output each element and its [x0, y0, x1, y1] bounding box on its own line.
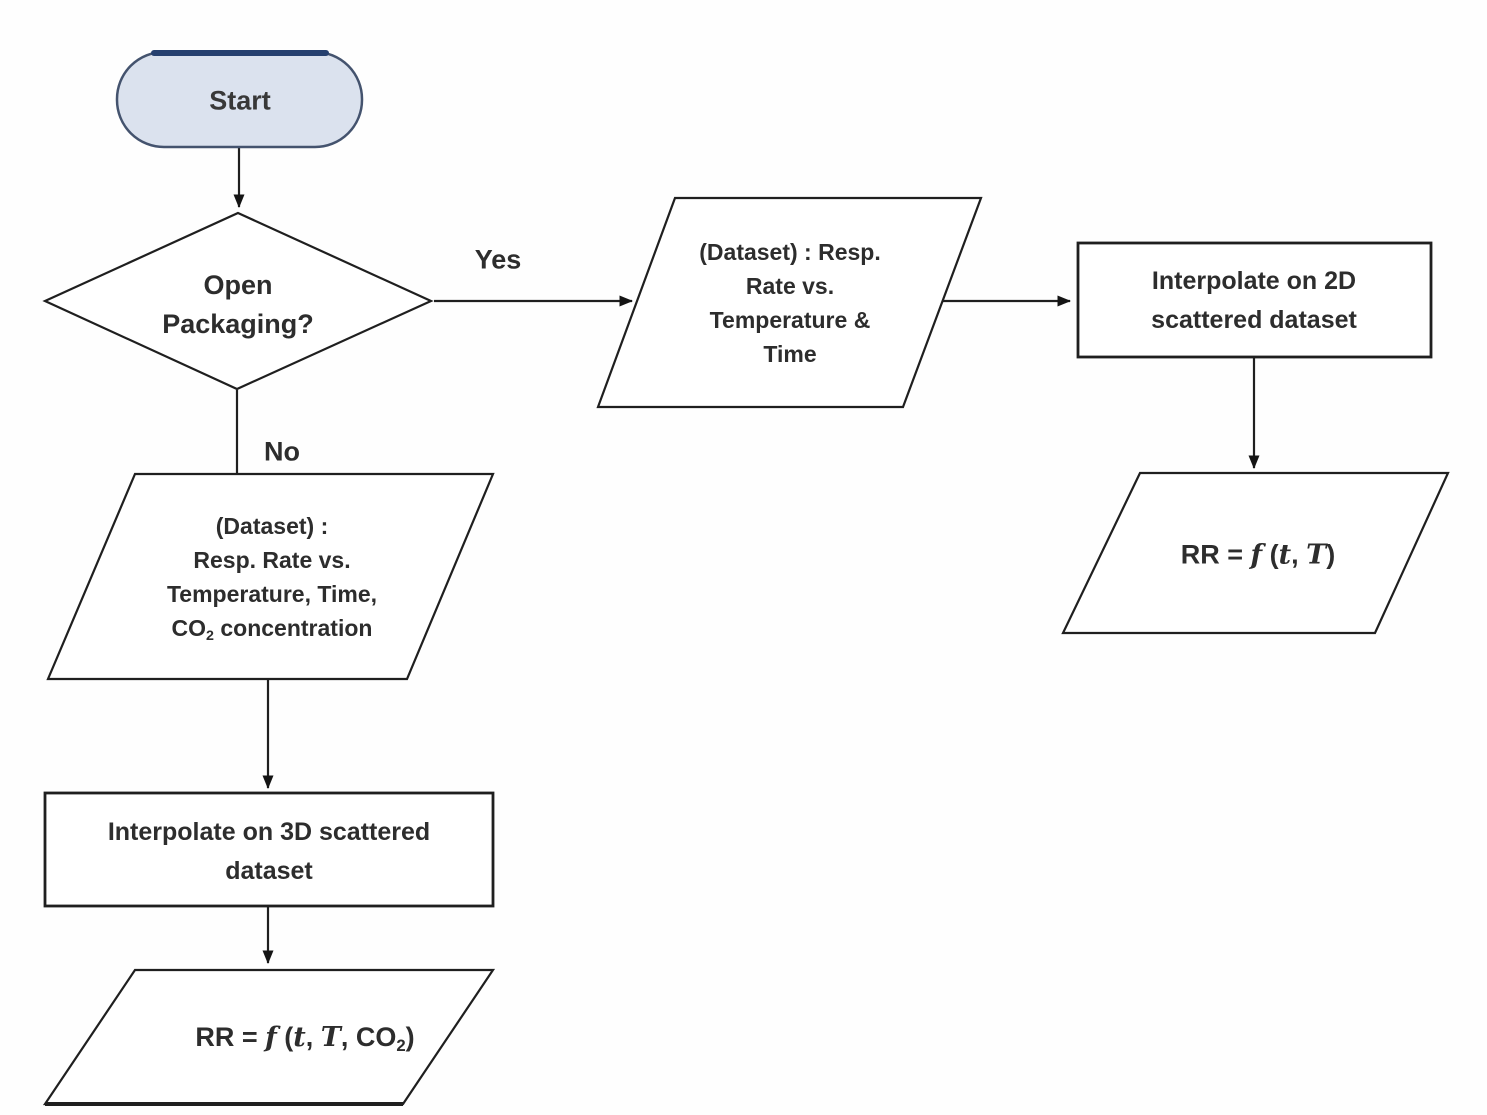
dataset-3d-line-2: Resp. Rate vs.: [193, 547, 351, 574]
rr-3d-formula: RR = f (t, T, CO2): [195, 1022, 414, 1056]
rr-3d-co-subscript: 2: [396, 1035, 406, 1055]
rr-2d-t: t: [1278, 539, 1292, 571]
interpolate-2d-rect-shape: [1076, 241, 1433, 359]
dataset-3d-concentration: concentration: [213, 615, 373, 642]
rr-3d-comma-2: , CO: [340, 1022, 397, 1053]
dataset-2d-line-2: Rate vs.: [745, 273, 835, 299]
interpolate-3d-rect-shape: [43, 791, 495, 908]
rr-2d-T: T: [1306, 539, 1327, 571]
interpolate-2d-line-1: Interpolate on 2D: [1151, 267, 1357, 295]
decision-line-1: Open: [203, 270, 273, 300]
rr-3d-T: T: [320, 1022, 341, 1054]
rr-3d-close-paren: ): [405, 1022, 415, 1053]
decision-diamond-shape: [42, 211, 434, 391]
interpolate-2d-label: Interpolate on 2D scattered dataset: [1151, 262, 1357, 340]
dataset-2d-line-3: Temperature &: [709, 307, 871, 333]
rr-2d-parallelogram-shape: [1061, 471, 1450, 635]
rr-3d-t: t: [293, 1022, 306, 1054]
rr-2d-comma: ,: [1291, 539, 1307, 570]
rr-3d-comma-1: ,: [305, 1022, 321, 1053]
dataset-3d-co-subscript: 2: [206, 627, 214, 644]
decision-diamond-label: Open Packaging?: [162, 266, 314, 344]
rr-2d-open-paren: (: [1262, 539, 1279, 570]
dataset-3d-co: CO: [171, 615, 207, 642]
dataset-3d-line-3: Temperature, Time,: [166, 581, 378, 608]
rr-2d-formula: RR = f (t, T): [1181, 540, 1336, 571]
rr-2d-close-paren: ): [1326, 539, 1336, 570]
dataset-2d-line-1: (Dataset) : Resp.: [699, 239, 881, 265]
dataset-3d-parallelogram-shape: [46, 472, 495, 681]
interpolate-3d-line-1: Interpolate on 3D scattered: [107, 818, 431, 846]
dataset-2d-label: (Dataset) : Resp. Rate vs. Temperature &…: [699, 235, 880, 371]
edge-label-no: No: [264, 436, 300, 467]
decision-line-2: Packaging?: [162, 309, 314, 339]
dataset-3d-line-1: (Dataset) :: [215, 513, 329, 540]
dataset-2d-line-4: Time: [763, 341, 817, 367]
interpolate-2d-line-2: scattered dataset: [1151, 306, 1357, 334]
rr-3d-prefix: RR =: [195, 1022, 266, 1053]
interpolate-3d-line-2: dataset: [225, 857, 313, 885]
dataset-3d-label: (Dataset) : Resp. Rate vs. Temperature, …: [167, 509, 377, 653]
start-node-label: Start: [209, 85, 271, 116]
rr-3d-open-paren: (: [276, 1022, 294, 1053]
rr-2d-prefix: RR =: [1180, 539, 1251, 570]
rr-3d-f: f: [265, 1022, 277, 1054]
rr-2d-f: f: [1250, 539, 1263, 571]
dataset-3d-line-4: CO2 concentration: [167, 611, 377, 653]
edge-label-yes: Yes: [474, 244, 522, 275]
dataset-2d-parallelogram-shape: [596, 196, 983, 409]
interpolate-3d-label: Interpolate on 3D scattered dataset: [108, 813, 430, 891]
